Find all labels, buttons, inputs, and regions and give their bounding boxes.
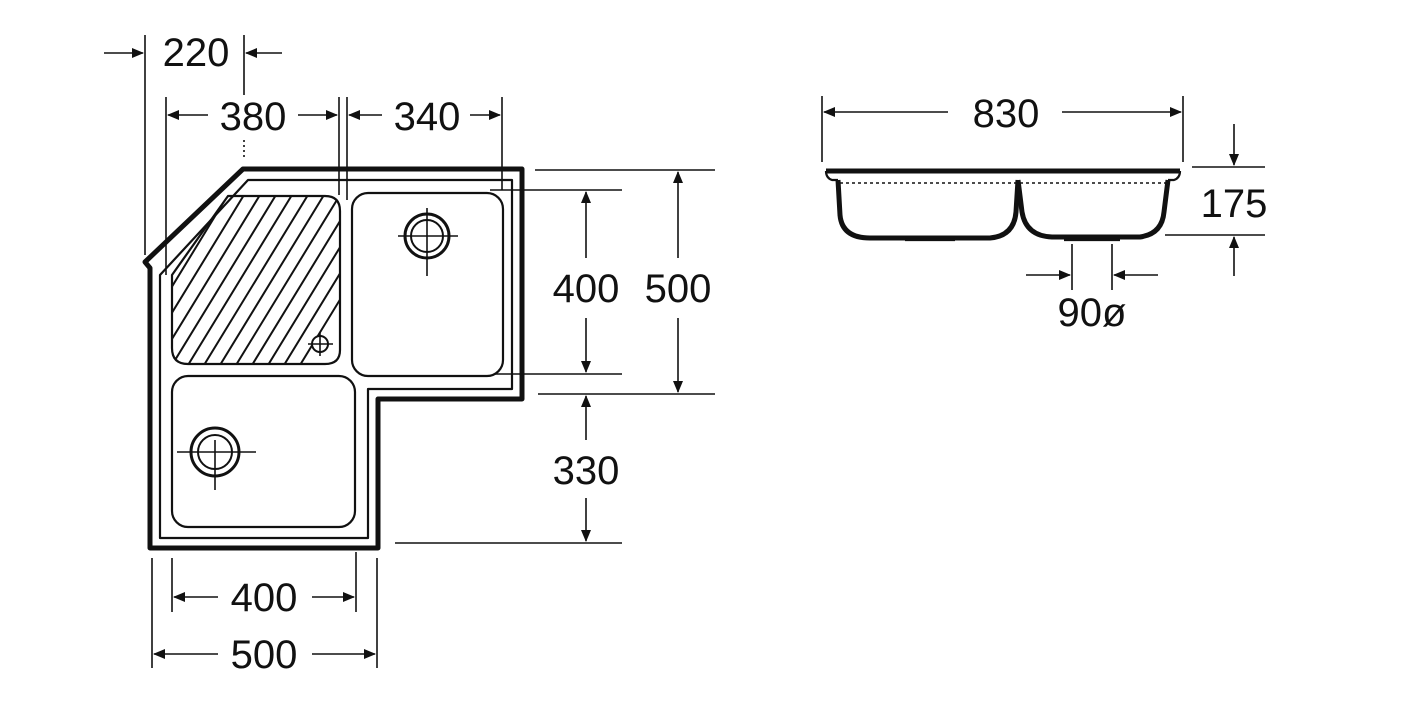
drainboard bbox=[170, 194, 342, 366]
side-view: 830 175 90ø bbox=[821, 92, 1267, 335]
top-view: 220 380 340 400 5 bbox=[104, 31, 715, 677]
side-drain-dimension: 90ø bbox=[1026, 244, 1158, 335]
side-left-bowl bbox=[835, 179, 1021, 241]
drainboard-drain-icon bbox=[308, 332, 333, 356]
bottom-bowl-drain-icon bbox=[177, 426, 256, 490]
side-175-dimension: 175 bbox=[1165, 124, 1267, 276]
bottom-dimensions: 400 500 bbox=[151, 552, 378, 677]
dim-330-label: 330 bbox=[553, 449, 620, 493]
dim-400-vertical-label: 400 bbox=[553, 267, 620, 311]
sink-rim bbox=[158, 178, 514, 540]
dim-380-label: 380 bbox=[220, 95, 287, 139]
dim-220-label: 220 bbox=[163, 31, 230, 75]
dim-500-vertical-label: 500 bbox=[645, 267, 712, 311]
side-830-dimension: 830 bbox=[821, 92, 1184, 162]
dim-500-horizontal-label: 500 bbox=[231, 633, 298, 677]
right-bowl-drain-icon bbox=[398, 208, 458, 276]
dim-175-label: 175 bbox=[1201, 182, 1268, 226]
right-dimensions: 400 500 330 bbox=[395, 169, 715, 544]
dim-830-label: 830 bbox=[973, 92, 1040, 136]
dim-drain-label: 90ø bbox=[1058, 291, 1127, 335]
right-bowl bbox=[350, 191, 505, 378]
top-dimensions: 220 380 340 bbox=[104, 31, 503, 275]
bottom-bowl bbox=[170, 374, 357, 529]
dim-400-horizontal-label: 400 bbox=[231, 576, 298, 620]
sink-outline bbox=[142, 166, 525, 551]
dim-340-label: 340 bbox=[394, 95, 461, 139]
drainboard-ribs bbox=[172, 196, 340, 364]
side-right-bowl bbox=[1015, 179, 1171, 240]
